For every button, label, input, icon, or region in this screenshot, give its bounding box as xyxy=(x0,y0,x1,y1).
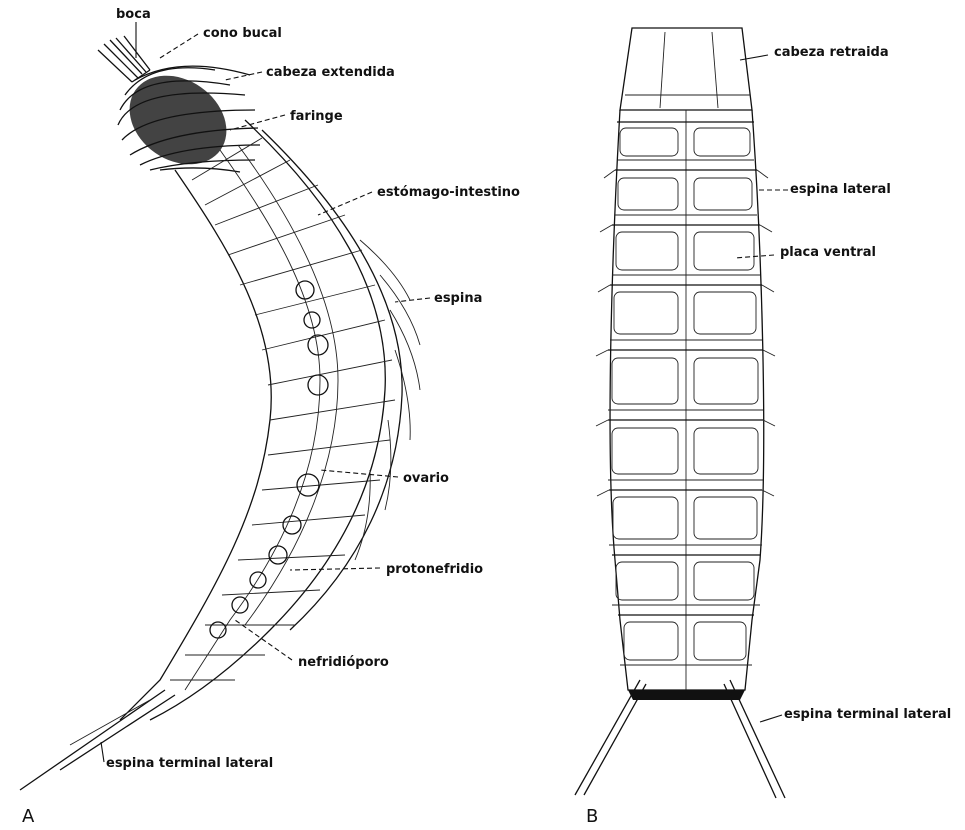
label-cabeza-retraida: cabeza retraida xyxy=(774,45,889,60)
label-protonefridio: protonefridio xyxy=(386,562,483,577)
label-espina: espina xyxy=(434,291,482,306)
leader-lines-b xyxy=(735,55,788,722)
head-scalids-a xyxy=(112,57,260,182)
label-espina-terminal-lateral-a: espina terminal lateral xyxy=(106,756,273,771)
ventral-plates-b xyxy=(612,128,758,660)
lateral-spines-b xyxy=(596,170,775,496)
panel-letter-b: B xyxy=(586,806,598,827)
trunk-a xyxy=(120,120,402,720)
label-placa-ventral: placa ventral xyxy=(780,245,876,260)
label-cabeza-extendida: cabeza extendida xyxy=(266,65,395,80)
mouth-cone-a xyxy=(98,36,150,82)
label-faringe: faringe xyxy=(290,109,343,124)
specimen-b-drawing xyxy=(575,28,785,798)
label-ovario: ovario xyxy=(403,471,449,486)
panel-letter-a: A xyxy=(22,806,35,827)
segments-b xyxy=(608,122,763,665)
label-cono-bucal: cono bucal xyxy=(203,26,282,41)
label-espina-lateral: espina lateral xyxy=(790,182,891,197)
label-estomago-intestino: estómago-intestino xyxy=(377,185,520,200)
label-nefridioporo: nefridióporo xyxy=(298,655,389,670)
specimen-a-drawing xyxy=(20,36,420,790)
head-b xyxy=(620,28,752,110)
terminal-spines-a xyxy=(20,690,175,790)
terminal-spines-b xyxy=(575,680,785,798)
label-boca: boca xyxy=(116,7,151,22)
label-espina-terminal-lateral-b: espina terminal lateral xyxy=(784,707,951,722)
labels-b: cabeza retraida espina lateral placa ven… xyxy=(774,45,951,722)
